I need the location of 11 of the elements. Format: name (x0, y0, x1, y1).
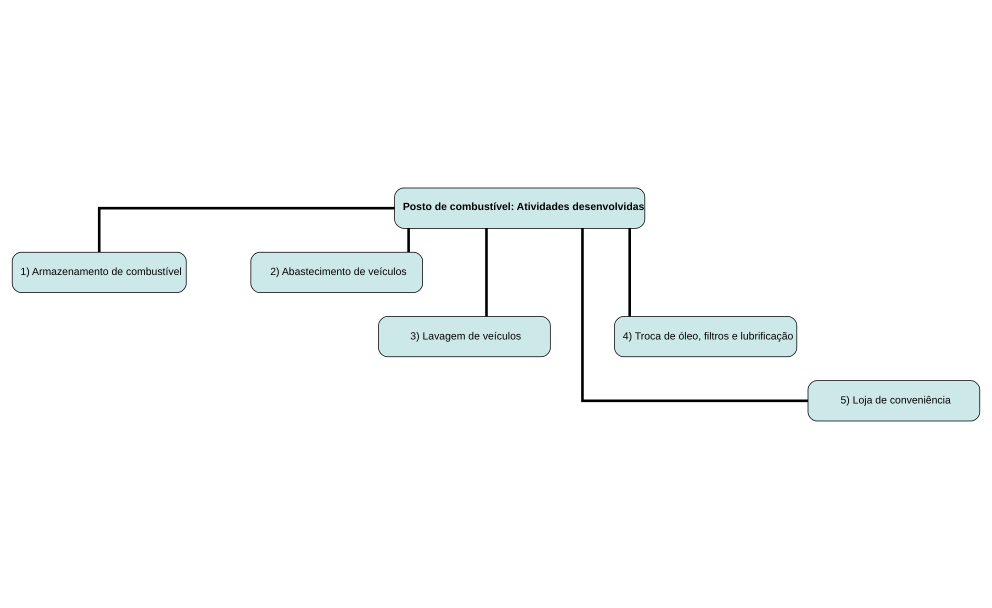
connector (407, 228, 410, 252)
connector (581, 228, 808, 402)
node-box: 4) Troca de óleo, filtros e lubrificação (614, 316, 798, 357)
node-box: 5) Loja de conveniência (808, 380, 980, 421)
node-box: 1) Armazenamento de combustível (12, 251, 187, 292)
node-box: 2) Abastecimento de veículos (250, 251, 423, 292)
node-box: 3) Lavagem de veículos (378, 316, 551, 357)
node-box: Posto de combustível: Atividades desenvolvidas (394, 187, 646, 228)
connector (628, 228, 631, 316)
connector (98, 206, 394, 252)
connector (485, 228, 488, 316)
